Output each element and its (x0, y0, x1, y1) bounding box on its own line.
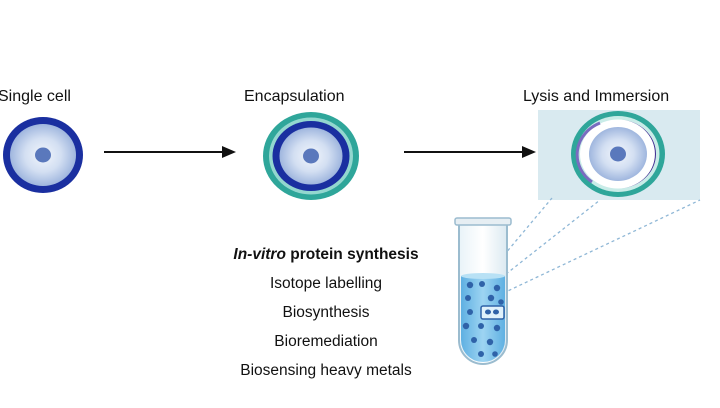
applications-list: In-vitro protein synthesis Isotope label… (196, 240, 456, 385)
title-rest: protein synthesis (285, 246, 419, 263)
test-tube (454, 217, 512, 365)
application-item: Biosynthesis (282, 304, 370, 321)
encapsulated-cell (263, 112, 359, 200)
capsule-fragment (480, 305, 505, 320)
title-italic: In-vitro (233, 246, 286, 263)
applications-title: In-vitro protein synthesis (196, 240, 456, 269)
lysed-cell (571, 111, 665, 197)
stage-label-lysis-immersion: Lysis and Immersion (523, 88, 670, 105)
application-item: Isotope labelling (269, 275, 383, 292)
arrow-1 (104, 146, 236, 158)
protein-dots (462, 281, 504, 357)
application-item: Bioremediation (274, 333, 378, 350)
single-cell (3, 117, 83, 193)
stage-label-encapsulation: Encapsulation (244, 88, 345, 105)
application-item: Biosensing heavy metals (240, 362, 412, 379)
arrow-2 (404, 146, 536, 158)
stage-label-single-cell: Single cell (0, 88, 71, 105)
